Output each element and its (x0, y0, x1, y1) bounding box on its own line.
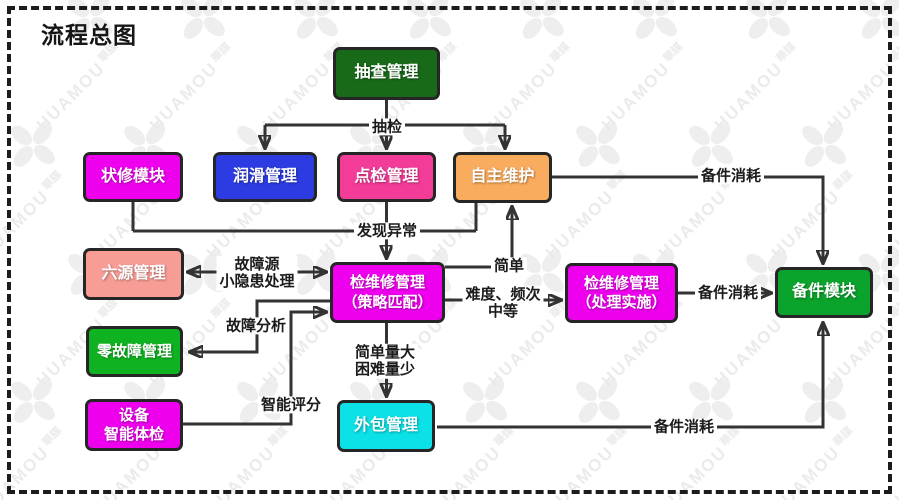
watermark-unit: HUAMOU華謀 (797, 297, 899, 446)
edge-label-smart-scoring: 智能评分 (257, 396, 325, 414)
edge-label-spare-consumption-bottom: 备件消耗 (650, 418, 718, 436)
watermark-unit: HUAMOU華謀 (684, 297, 814, 446)
huamou-logo-icon (576, 123, 620, 167)
edge-label-fault-analysis: 故障分析 (222, 317, 290, 335)
watermark-unit: HUAMOU華謀 (797, 41, 899, 190)
huamou-logo-icon (11, 123, 55, 167)
huamou-logo-icon (407, 0, 451, 39)
watermark-unit: HUAMOU華謀 (571, 297, 701, 446)
huamou-logo-icon (859, 251, 899, 295)
edge-label-simple: 简单 (490, 257, 528, 275)
watermark-unit: HUAMOU華謀 (571, 41, 701, 190)
watermark-unit: HUAMOU華謀 (289, 0, 419, 62)
huamou-logo-icon (576, 379, 620, 423)
huamou-logo-icon (520, 0, 564, 39)
watermark-unit: HUAMOU華謀 (684, 41, 814, 190)
edge-label-spare-consumption-top: 备件消耗 (697, 167, 765, 185)
node-maintenance-execution[interactable]: 检维修管理 （处理实施） (565, 263, 678, 323)
edge-label-anomaly-found: 发现异常 (353, 222, 421, 240)
node-maintenance-strategy[interactable]: 检维修管理 （策略匹配） (330, 262, 445, 323)
edge-label-simple-large-volume: 简单量大 困难量少 (351, 343, 419, 379)
edge-label-spare-consumption-mid: 备件消耗 (694, 284, 762, 302)
huamou-logo-icon (11, 379, 55, 423)
huamou-logo-icon (633, 0, 677, 39)
edge-anomaly-trunk (131, 202, 478, 233)
huamou-logo-icon (463, 379, 507, 423)
node-outsourcing-management[interactable]: 外包管理 (337, 400, 435, 452)
huamou-logo-icon (802, 379, 846, 423)
watermark-unit: HUAMOU華謀 (628, 0, 758, 62)
page-title: 流程总图 (41, 22, 137, 48)
node-status-repair-module[interactable]: 状修模块 (83, 152, 183, 202)
huamou-logo-icon (689, 379, 733, 423)
watermark-unit: HUAMOU華謀 (6, 297, 136, 446)
edge-smart-scoring-to-strategy (183, 312, 326, 426)
watermark-unit: HUAMOU華謀 (6, 41, 136, 190)
watermark-unit: HUAMOU華謀 (515, 0, 645, 62)
node-spot-inspection[interactable]: 点检管理 (337, 152, 436, 202)
edge-label-fault-source: 故障源 小隐患处理 (216, 255, 298, 291)
watermark-unit: HUAMOU華謀 (402, 0, 532, 62)
huamou-logo-icon (802, 123, 846, 167)
node-device-smart-check[interactable]: 设备 智能体检 (85, 399, 183, 451)
watermark-unit: HUAMOU華謀 (854, 186, 899, 318)
node-zero-fault-management[interactable]: 零故障管理 (86, 326, 183, 377)
node-lubrication-management[interactable]: 润滑管理 (213, 152, 317, 202)
node-spare-parts-module[interactable]: 备件模块 (775, 267, 873, 318)
node-six-source-management[interactable]: 六源管理 (83, 248, 184, 300)
huamou-logo-icon (689, 123, 733, 167)
edge-label-medium-difficulty: 难度、频次 中等 (462, 285, 544, 321)
watermark-unit: HUAMOU華謀 (458, 297, 588, 446)
edge-label-sampling: 抽检 (368, 118, 406, 136)
huamou-logo-icon (294, 0, 338, 39)
node-autonomous-maintenance[interactable]: 自主维护 (453, 152, 552, 203)
node-spot-check-management[interactable]: 抽查管理 (333, 47, 440, 100)
edge-autonomous-to-spare-parts (552, 175, 823, 263)
edge-outsourcing-to-spare-parts (437, 323, 823, 429)
